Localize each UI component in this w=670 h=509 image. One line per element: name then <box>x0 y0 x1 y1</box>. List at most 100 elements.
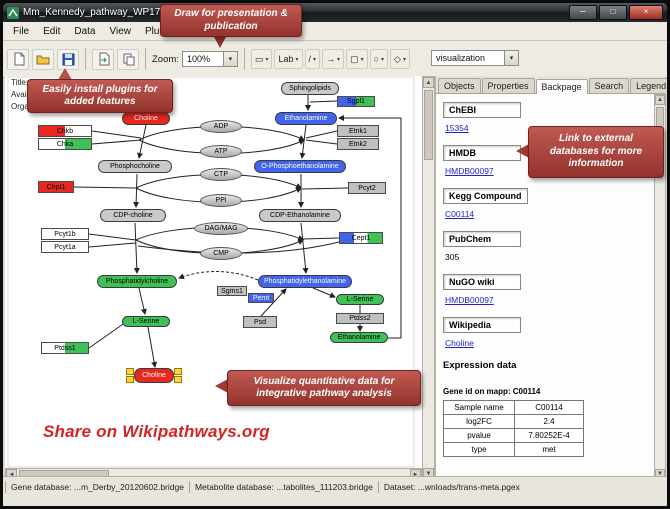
statusbar-segment: Dataset: ...wnloads/trans-meta.pgex <box>377 481 525 493</box>
backpage-section-header: NuGO wiki <box>443 274 521 290</box>
pathway-node-atp[interactable]: ATP <box>200 145 242 158</box>
external-db-link[interactable]: C00114 <box>445 209 475 219</box>
pathway-node-cdp-choline[interactable]: CDP-choline <box>100 209 166 222</box>
pathway-node-sgms1[interactable]: Sgms1 <box>217 286 247 296</box>
pathway-node-psd[interactable]: Psd <box>243 316 277 328</box>
expression-table-cell: C00114 <box>514 400 584 415</box>
shape-tool[interactable]: ◇▾ <box>390 49 410 69</box>
scroll-up-button[interactable]: ▲ <box>423 77 434 88</box>
pathway-node-chkb[interactable]: Chkb <box>38 125 92 137</box>
visualization-combobox[interactable]: visualization ▾ <box>431 50 519 66</box>
tab-legend[interactable]: Legend <box>630 78 667 93</box>
label-tool[interactable]: Lab▾ <box>274 49 303 69</box>
chevron-down-icon[interactable]: ▾ <box>504 51 518 65</box>
open-button[interactable] <box>32 48 54 70</box>
pathway-node-cdp-ethanolamine[interactable]: CDP-Ethanolamine <box>259 209 341 222</box>
scroll-up-button[interactable]: ▲ <box>655 95 665 105</box>
menu-item-edit[interactable]: Edit <box>43 25 61 37</box>
pathway-node-chpt1[interactable]: Chpt1 <box>38 181 74 193</box>
scrollbar-thumb[interactable] <box>424 90 433 160</box>
menu-item-file[interactable]: File <box>13 25 30 37</box>
menu-item-view[interactable]: View <box>109 25 131 37</box>
pathway-node-ptdss2[interactable]: Ptdss2 <box>336 313 384 324</box>
pathway-node-pcyt1b[interactable]: Pcyt1b <box>41 228 89 240</box>
copy-button[interactable] <box>117 48 139 70</box>
zoom-combobox[interactable]: 100% ▾ <box>181 51 238 67</box>
toolbar-separator <box>145 48 146 70</box>
pathway-node-data-marker-3[interactable] <box>174 368 182 375</box>
pathway-node-chka[interactable]: Chka <box>38 138 92 150</box>
arrow-tool[interactable]: →▾ <box>322 49 345 69</box>
pathway-node-l-serine-right[interactable]: L-Serine <box>336 294 384 305</box>
dropdown-arrow-icon: ▾ <box>360 56 364 63</box>
external-db-link[interactable]: 15354 <box>445 123 469 133</box>
external-db-link[interactable]: HMDB00097 <box>445 295 494 305</box>
save-button[interactable] <box>57 48 79 70</box>
pathway-node-pemt[interactable]: Pemt <box>248 293 274 303</box>
pathway-node-phosphocholine[interactable]: Phosphocholine <box>98 160 172 173</box>
toolbar-separator <box>243 48 245 70</box>
open-folder-icon <box>36 55 50 64</box>
gene-product-tool-icon: ▭ <box>254 53 264 64</box>
pathway-node-adp[interactable]: ADP <box>200 120 242 133</box>
pathway-node-etnk1[interactable]: Etnk1 <box>337 125 379 137</box>
backpage-section: ChEBI 15354 <box>443 102 653 133</box>
pathway-node-ethanolamine[interactable]: Ethanolamine <box>275 112 337 125</box>
minimize-button[interactable]: ─ <box>569 5 597 20</box>
pathway-node-choline[interactable]: Choline <box>122 112 170 125</box>
titlebar[interactable]: Mm_Kennedy_pathway_WP1771_45176.gpml... … <box>3 3 667 22</box>
tab-objects[interactable]: Objects <box>438 78 481 93</box>
pathway-node-ptdss1[interactable]: Ptdss1 <box>41 342 89 354</box>
tab-search[interactable]: Search <box>588 78 630 93</box>
gene-product-tool[interactable]: ▭▾ <box>250 49 273 69</box>
pathway-node-cept1[interactable]: Cept1 <box>339 232 383 244</box>
pathway-node-pcyt2[interactable]: Pcyt2 <box>348 182 386 194</box>
pathway-node-pcyt1a[interactable]: Pcyt1a <box>41 241 89 253</box>
pathway-node-ctp[interactable]: CTP <box>200 168 242 181</box>
backpage-section-header: ChEBI <box>443 102 521 118</box>
export-button[interactable] <box>92 48 114 70</box>
pathway-node-cmp[interactable]: CMP <box>200 247 242 260</box>
canvas-vertical-scrollbar[interactable]: ▲ ▼ <box>422 76 435 480</box>
pathway-node-dag-mag[interactable]: DAG/MAG <box>194 222 248 235</box>
external-db-link[interactable]: HMDB00097 <box>445 166 494 176</box>
backpage-section-header: Wikipedia <box>443 317 521 333</box>
pathway-canvas[interactable]: Title:Availability:Organism: Sphingolipi… <box>5 76 422 480</box>
new-file-icon <box>14 52 24 66</box>
menubar: FileEditDataViewPluginsHelp <box>3 22 667 41</box>
menu-item-data[interactable]: Data <box>74 25 96 37</box>
pathway-node-ppi[interactable]: PPi <box>200 194 242 207</box>
close-button[interactable]: × <box>629 5 663 20</box>
expression-table-cell: pvalue <box>443 428 515 443</box>
pathway-node-o-phosphoethanolamine[interactable]: O-Phosphoethanolamine <box>254 160 346 173</box>
tab-properties[interactable]: Properties <box>481 78 535 93</box>
pathway-node-l-serine-left[interactable]: L-Serine <box>122 316 170 327</box>
pathway-node-phosphatidylethanolamine[interactable]: Phosphatidylethanolamine <box>258 275 352 288</box>
pathway-node-data-marker-2[interactable] <box>126 376 134 383</box>
pathway-node-phosphatidylcholine[interactable]: Phosphatidylcholine <box>97 275 177 288</box>
pathway-node-sphingolipids[interactable]: Sphingolipids <box>281 82 339 95</box>
new-file-button[interactable] <box>7 48 29 70</box>
pathway-node-data-marker-4[interactable] <box>174 376 182 383</box>
rectangle-tool[interactable]: ▢▾ <box>346 49 368 69</box>
pathway-node-data-marker-1[interactable] <box>126 368 134 375</box>
ellipse-tool[interactable]: ○▾ <box>369 49 389 69</box>
pathway-node-ethanolamine-2[interactable]: Ethanolamine <box>330 332 388 343</box>
pathway-node-sgpl1[interactable]: Sgpl1 <box>337 96 375 107</box>
chevron-down-icon[interactable]: ▾ <box>222 52 237 66</box>
pathway-node-choline-data[interactable]: Choline <box>134 368 174 383</box>
maximize-button[interactable]: □ <box>599 5 627 20</box>
backpage-section-header: PubChem <box>443 231 521 247</box>
pathway-node-etnk2[interactable]: Etnk2 <box>337 138 379 150</box>
dropdown-arrow-icon: ▾ <box>295 56 299 63</box>
external-db-link[interactable]: Choline <box>445 338 474 348</box>
line-tool[interactable]: /▾ <box>304 49 321 69</box>
export-icon <box>99 52 109 66</box>
tab-backpage[interactable]: Backpage <box>535 79 588 94</box>
toolbar: Zoom: 100% ▾ ▭▾Lab▾/▾→▾▢▾○▾◇▾ visualizat… <box>3 41 667 78</box>
